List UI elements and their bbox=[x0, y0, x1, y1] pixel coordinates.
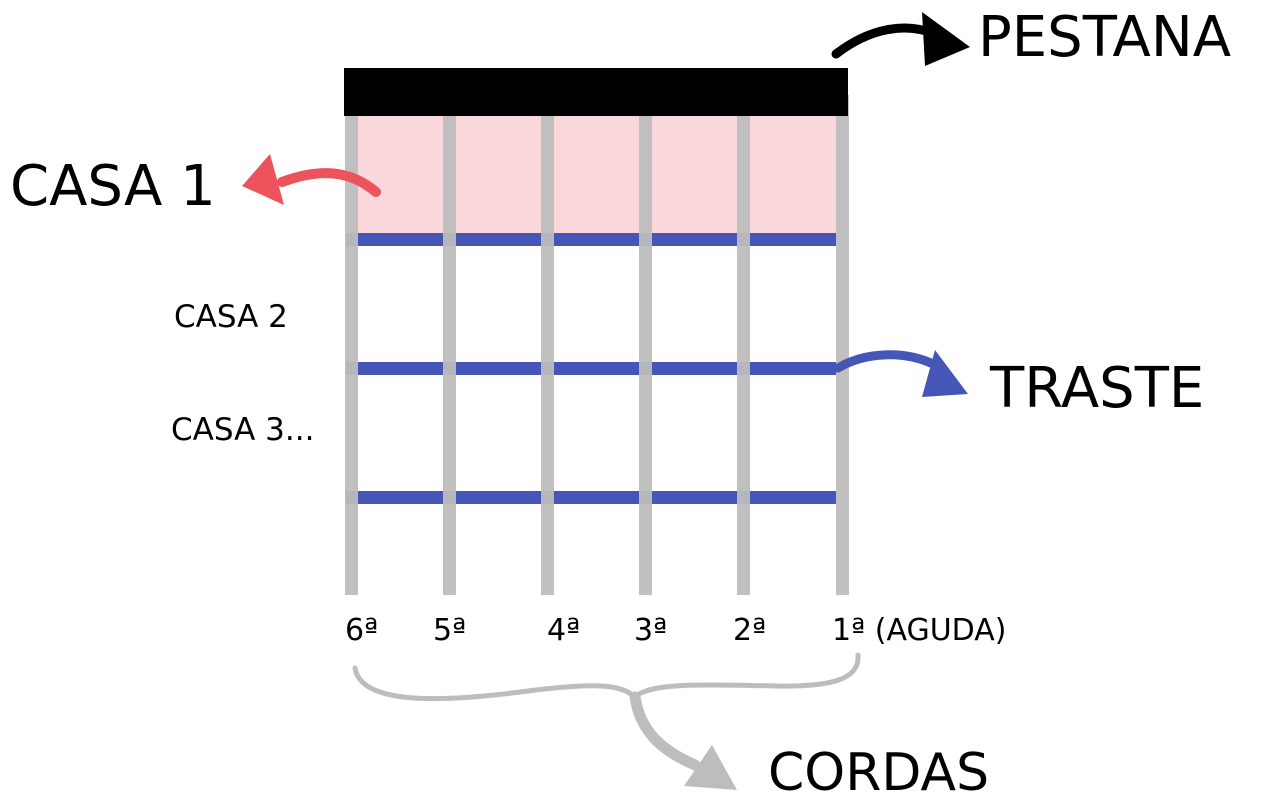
fret-wire-3 bbox=[346, 491, 836, 504]
nut-bar bbox=[344, 68, 848, 116]
string-6-label: 6ª bbox=[345, 613, 378, 648]
fret-wire-1 bbox=[346, 233, 836, 246]
nut-arrow-icon bbox=[831, 12, 970, 66]
fret2-label: CASA 2 bbox=[174, 299, 288, 335]
string-6 bbox=[345, 95, 358, 595]
fret3-label: CASA 3... bbox=[171, 412, 314, 448]
string-1-label: 1ª (AGUDA) bbox=[832, 613, 1006, 648]
string-5-label: 5ª bbox=[433, 613, 466, 648]
strings-brace-icon bbox=[352, 652, 861, 790]
fret1-arrow-icon bbox=[242, 154, 381, 205]
fretwire-arrow-icon bbox=[833, 350, 968, 397]
string-2-label: 2ª bbox=[733, 613, 766, 648]
string-5 bbox=[443, 95, 456, 595]
string-3 bbox=[639, 95, 652, 595]
string-2 bbox=[737, 95, 750, 595]
string-4 bbox=[541, 95, 554, 595]
string-4-label: 4ª bbox=[547, 613, 580, 648]
fret1-label: CASA 1 bbox=[10, 154, 216, 219]
string-1 bbox=[836, 95, 849, 595]
fretwire-label: TRASTE bbox=[989, 356, 1204, 421]
nut-label: PESTANA bbox=[978, 5, 1231, 70]
fret-wire-2 bbox=[346, 362, 836, 375]
fret1-highlight bbox=[350, 112, 840, 240]
string-3-label: 3ª bbox=[634, 613, 667, 648]
strings-label: CORDAS bbox=[768, 743, 989, 800]
